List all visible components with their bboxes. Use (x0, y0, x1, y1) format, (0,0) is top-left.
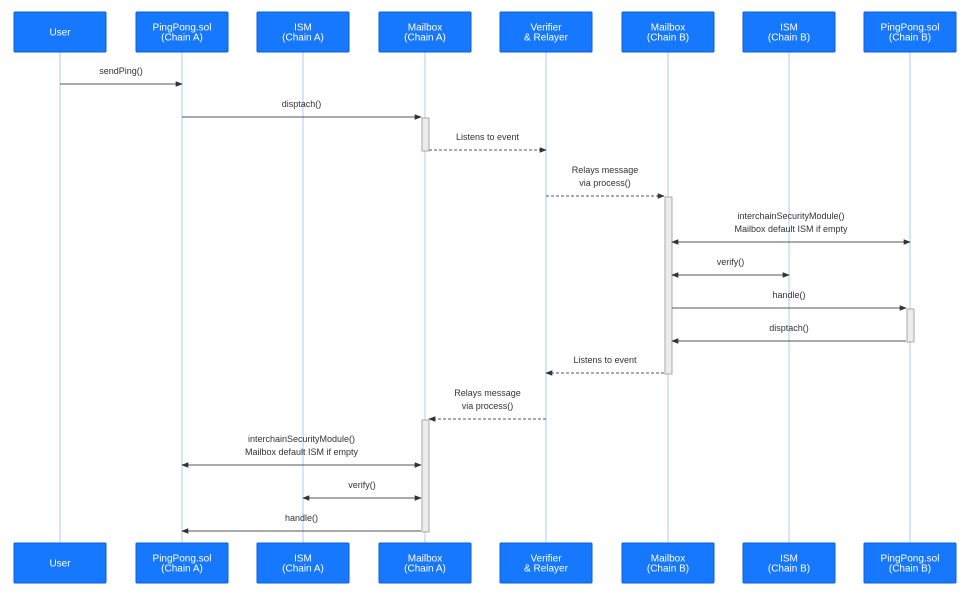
message-label: disptach() (769, 323, 809, 333)
message-3: Relays message via process() (546, 165, 665, 199)
message-label: sendPing() (99, 66, 143, 76)
message-7: disptach() (671, 323, 906, 344)
participant-box-ppA-bottom: PingPong.sol(Chain A) (135, 542, 229, 584)
participant-box-relayer-bottom: Verifier& Relayer (499, 542, 593, 584)
participant-box-user-top: User (13, 11, 107, 53)
message-12: handle() (181, 513, 421, 534)
message-label: interchainSecurityModule() (737, 211, 844, 221)
participant-label: ISM (780, 23, 798, 34)
participant-box-ismB-bottom: ISM(Chain B) (742, 542, 836, 584)
message-label: Listens to event (573, 355, 637, 365)
participant-label: (Chain A) (404, 564, 446, 575)
participant-label: Verifier (530, 23, 562, 34)
participant-label: (Chain B) (889, 564, 931, 575)
message-label: handle() (285, 513, 318, 523)
participant-box-ismA-bottom: ISM(Chain A) (256, 542, 350, 584)
message-6: handle() (672, 290, 907, 311)
message-label: Relays message (454, 388, 521, 398)
participant-label: (Chain A) (404, 33, 446, 44)
message-label: verify() (717, 257, 745, 267)
participant-label: User (49, 28, 71, 39)
participant-label: (Chain B) (647, 564, 689, 575)
message-label: disptach() (282, 99, 322, 109)
message-10: interchainSecurityModule() Mailbox defaul… (181, 434, 422, 468)
message-label: via process() (579, 178, 631, 188)
participant-label: ISM (294, 554, 312, 565)
participant-label: Mailbox (651, 554, 685, 565)
activation-bar-mbA (421, 419, 430, 533)
participant-label: PingPong.sol (153, 554, 212, 565)
message-9: Relays message via process() (428, 388, 546, 422)
activation-bar-mbB (664, 196, 673, 375)
participant-box-ismA-top: ISM(Chain A) (256, 11, 350, 53)
activation-bar-mbA (421, 117, 430, 152)
message-11: verify() (302, 480, 422, 501)
participant-label: ISM (294, 23, 312, 34)
message-label: Relays message (572, 165, 639, 175)
message-label: Listens to event (456, 132, 520, 142)
participant-box-ismB-top: ISM(Chain B) (742, 11, 836, 53)
participant-label: Verifier (530, 554, 562, 565)
participant-label: (Chain A) (161, 564, 203, 575)
participant-box-user-bottom: User (13, 542, 107, 584)
participant-box-mbB-top: Mailbox(Chain B) (621, 11, 715, 53)
participant-box-relayer-top: Verifier& Relayer (499, 11, 593, 53)
message-label: handle() (772, 290, 805, 300)
participant-label: PingPong.sol (881, 23, 940, 34)
activation-bars (421, 117, 915, 533)
participant-label: PingPong.sol (881, 554, 940, 565)
participant-box-ppA-top: PingPong.sol(Chain A) (135, 11, 229, 53)
participant-box-ppB-top: PingPong.sol(Chain B) (863, 11, 957, 53)
message-8: Listens to event (545, 355, 664, 376)
participant-label: ISM (780, 554, 798, 565)
message-4: interchainSecurityModule() Mailbox defaul… (671, 211, 911, 245)
messages: sendPing()disptach()Listens to eventRela… (60, 66, 911, 534)
participant-label: (Chain B) (647, 33, 689, 44)
message-5: verify() (671, 257, 790, 278)
participant-label: Mailbox (408, 554, 442, 565)
message-1: disptach() (182, 99, 422, 120)
message-label: Mailbox default ISM if empty (245, 447, 359, 457)
participant-label: (Chain B) (768, 564, 810, 575)
participant-label: (Chain B) (768, 33, 810, 44)
activation-bar-ppB (906, 308, 915, 343)
message-2: Listens to event (429, 132, 547, 153)
participant-label: & Relayer (524, 33, 569, 44)
participant-label: Mailbox (408, 23, 442, 34)
participant-label: (Chain A) (161, 33, 203, 44)
message-label: via process() (462, 401, 514, 411)
message-label: verify() (348, 480, 376, 490)
message-0: sendPing() (60, 66, 183, 87)
participant-label: (Chain A) (282, 33, 324, 44)
participant-label: (Chain B) (889, 33, 931, 44)
participant-label: User (49, 559, 71, 570)
participant-box-mbA-bottom: Mailbox(Chain A) (378, 542, 472, 584)
participant-box-ppB-bottom: PingPong.sol(Chain B) (863, 542, 957, 584)
message-label: Mailbox default ISM if empty (734, 224, 848, 234)
participant-box-mbB-bottom: Mailbox(Chain B) (621, 542, 715, 584)
participant-label: (Chain A) (282, 564, 324, 575)
participant-label: PingPong.sol (153, 23, 212, 34)
message-label: interchainSecurityModule() (248, 434, 355, 444)
participant-label: & Relayer (524, 564, 569, 575)
participant-box-mbA-top: Mailbox(Chain A) (378, 11, 472, 53)
participant-label: Mailbox (651, 23, 685, 34)
